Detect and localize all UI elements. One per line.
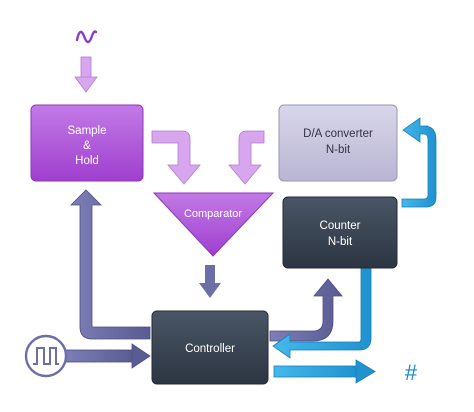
controller-to-sample-hold-arrow [70, 189, 151, 340]
controller-label: Controller [185, 343, 235, 355]
dac-to-comparator-arrow [228, 130, 265, 185]
counter-to-dac-arrow [401, 117, 437, 208]
counter-to-controller-arrow [272, 265, 372, 359]
controller-block: Controller [151, 310, 269, 385]
sample-hold-block: Sample & Hold [30, 104, 144, 182]
sample-hold-line-3: Hold [75, 155, 99, 167]
square-wave-clock-icon [24, 334, 68, 378]
sine-wave-icon [75, 30, 98, 44]
dac-line-2: N-bit [326, 144, 351, 156]
comparator-block: Comparator [152, 192, 275, 257]
counter-block: Counter N-bit [282, 196, 398, 269]
sh-to-comparator-arrow [151, 130, 201, 185]
clock-to-controller-arrow [65, 343, 151, 369]
controller-to-counter-arrow [269, 278, 343, 342]
figure-caption [0, 393, 474, 412]
dac-line-1: D/A converter [303, 128, 373, 140]
counter-line-1: Counter [320, 220, 361, 232]
counter-line-2: N-bit [328, 236, 353, 248]
digital-output-hash-icon: # [405, 360, 418, 385]
dac-block: D/A converter N-bit [278, 104, 398, 182]
sample-hold-line-2: & [83, 140, 91, 152]
comparator-label: Comparator [184, 208, 242, 220]
controller-to-output-arrow [273, 359, 376, 384]
sample-hold-line-1: Sample [68, 125, 107, 137]
input-arrow [74, 56, 98, 93]
comparator-to-controller-arrow [199, 265, 221, 298]
